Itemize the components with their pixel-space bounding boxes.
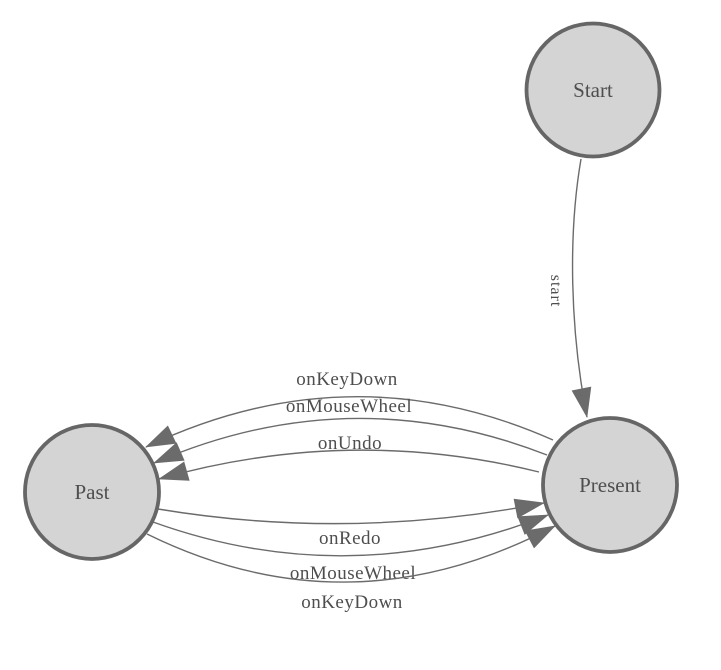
transition-path: [152, 514, 549, 557]
edge-present-to-past-onmousewheel: onMouseWheel: [153, 396, 548, 464]
edge-past-to-present-onredo: onRedo: [157, 498, 545, 549]
transition-label: onKeyDown: [301, 592, 403, 613]
transition-label: start: [547, 275, 564, 308]
transition-path: [146, 525, 556, 583]
transition-label: onMouseWheel: [286, 396, 412, 417]
transition-path: [157, 498, 545, 525]
state-circle: [524, 21, 662, 159]
state-label: Start: [573, 78, 613, 102]
state-label: Present: [579, 473, 641, 497]
state-node-past: Past: [23, 423, 161, 561]
edge-past-to-present-onkeydown: onKeyDown: [146, 525, 556, 613]
transition-label: onKeyDown: [296, 369, 398, 390]
edge-start-to-present: start: [547, 158, 592, 418]
transition-path: [153, 417, 548, 464]
state-circle: [23, 423, 161, 561]
transition-path: [158, 449, 540, 481]
edge-present-to-past-onundo: onUndo: [158, 433, 540, 481]
state-node-present: Present: [541, 416, 679, 554]
state-node-start: Start: [524, 21, 662, 159]
transition-label: onMouseWheel: [290, 563, 416, 584]
transition-path: [145, 395, 554, 448]
state-label: Past: [74, 480, 109, 504]
transition-path: [571, 158, 592, 418]
transition-label: onUndo: [318, 433, 382, 454]
edge-present-to-past-onkeydown: onKeyDown: [145, 369, 554, 448]
transition-label: onRedo: [319, 528, 381, 549]
edge-past-to-present-onmousewheel: onMouseWheel: [152, 514, 549, 584]
state-circle: [541, 416, 679, 554]
